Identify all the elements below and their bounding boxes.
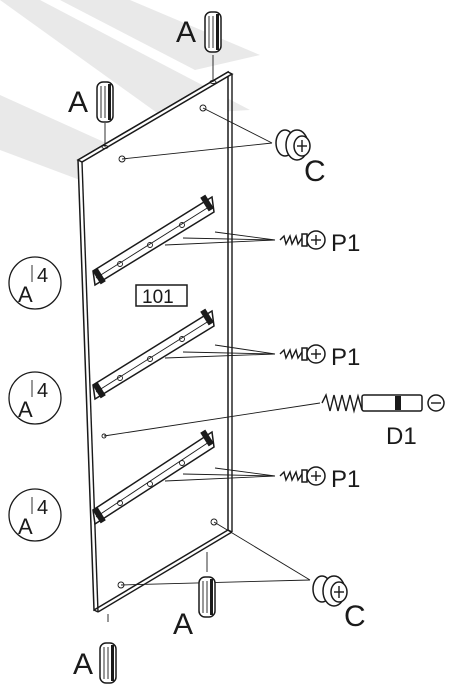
- screw-label: P1: [331, 230, 360, 257]
- dowel-icon: [96, 81, 114, 123]
- dowel-icon: [204, 11, 222, 53]
- dowel-label: A: [173, 608, 193, 641]
- dowel-label: A: [68, 86, 88, 119]
- cam-lock-label: C: [344, 600, 366, 633]
- step-badge-letter: A: [18, 282, 33, 307]
- side-panel: [76, 70, 234, 613]
- step-badge-number: 4: [37, 265, 48, 287]
- drawer-runner-bottom: [92, 429, 215, 526]
- screw-label: P1: [331, 466, 360, 493]
- drawer-runner-top: [92, 194, 215, 287]
- panel-number: 101: [142, 287, 174, 308]
- dowel-label: A: [73, 648, 93, 681]
- cam-lock-icon: [312, 575, 348, 607]
- dowel-icon: [198, 576, 216, 618]
- dowel-label: A: [176, 16, 196, 49]
- step-badge-number: 4: [37, 380, 48, 402]
- dowel-icon: [99, 642, 117, 684]
- dowel-bolt-label: D1: [386, 423, 417, 450]
- panel-number-box: [135, 284, 188, 307]
- screw-icon: [279, 344, 326, 364]
- screw-icon: [279, 230, 326, 250]
- step-badge-number: 4: [37, 497, 48, 519]
- step-badge-2: 4 A: [8, 371, 62, 425]
- screw-icon: [279, 466, 326, 486]
- dowel-bolt-icon: [321, 392, 445, 414]
- step-badge-letter: A: [18, 514, 33, 539]
- step-badge-3: 4 A: [8, 488, 62, 542]
- step-badge-letter: A: [18, 397, 33, 422]
- cam-lock-icon: [275, 129, 311, 161]
- cam-lock-label: C: [304, 155, 326, 188]
- step-badge-1: 4 A: [8, 256, 62, 310]
- drawer-runner-middle: [92, 308, 215, 401]
- screw-label: P1: [331, 344, 360, 371]
